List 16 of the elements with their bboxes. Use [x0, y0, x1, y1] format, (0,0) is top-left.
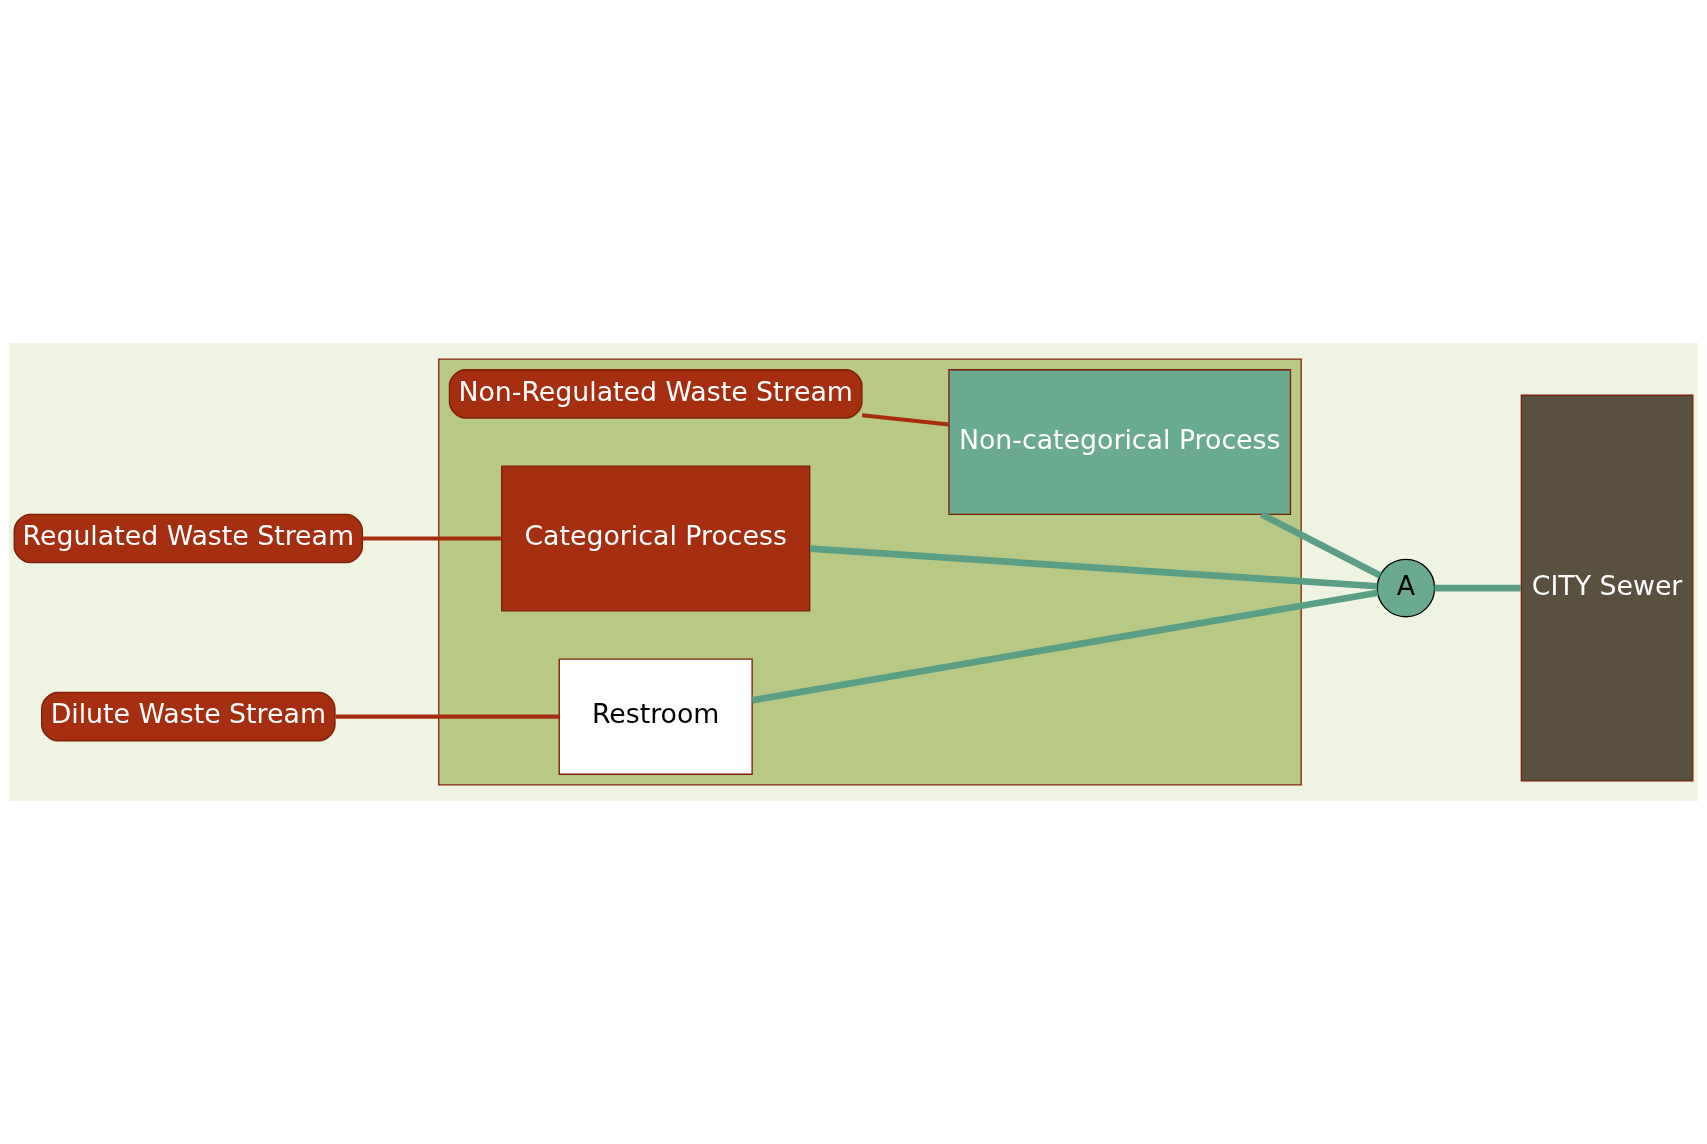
node-box: Dilute Waste Stream: [41, 691, 336, 742]
connector: [809, 545, 1378, 590]
node-box: Restroom: [558, 658, 753, 775]
connector: [362, 536, 502, 541]
node-circle: A: [1376, 558, 1436, 618]
connector: [751, 589, 1379, 704]
connector: [1260, 511, 1382, 579]
node-box: CITY Sewer: [1520, 394, 1694, 782]
node-box: Non-Regulated Waste Stream: [448, 369, 863, 419]
connector: [1434, 584, 1521, 592]
node-box: Categorical Process: [501, 465, 811, 612]
node-box: Non-categorical Process: [948, 369, 1292, 516]
cluster: [438, 358, 1302, 786]
node-box: Regulated Waste Stream: [13, 513, 364, 564]
connector: [861, 413, 950, 427]
connector: [335, 714, 559, 719]
